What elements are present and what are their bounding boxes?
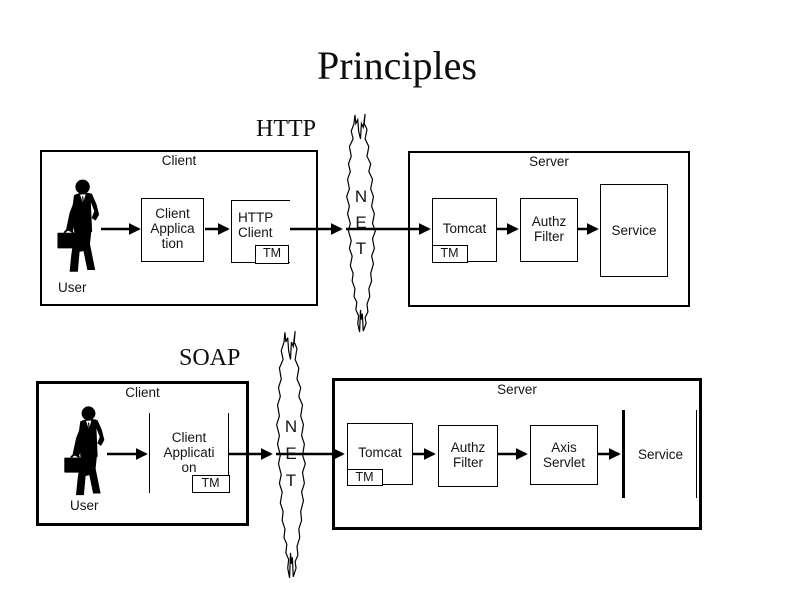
net-letter: T	[355, 239, 367, 258]
http-client-module-box: HTTP Client TM	[231, 200, 290, 264]
service-label: Service	[611, 223, 657, 238]
net-label: N E T	[340, 184, 382, 262]
client-application-label-line: Applicati	[163, 445, 215, 460]
soap-tomcat-box: Tomcat TM	[346, 423, 413, 486]
tomcat-label: Tomcat	[358, 445, 402, 460]
client-application-label-line: tion	[161, 236, 184, 251]
tm-badge: TM	[191, 475, 230, 493]
net-letter: N	[354, 187, 368, 206]
net-cloud-shape	[342, 112, 379, 333]
tm-badge: TM	[431, 244, 468, 263]
slide-title: Principles	[317, 43, 477, 88]
http-client-container-label: Client	[161, 153, 197, 168]
http-client-application-box: Client Applica tion	[141, 198, 204, 262]
http-client-label-line: HTTP	[238, 210, 274, 225]
authz-filter-label-line: Filter	[534, 229, 564, 244]
authz-filter-label-line: Authz	[531, 214, 567, 229]
service-label: Service	[637, 446, 683, 462]
user-icon	[57, 179, 100, 272]
http-authz-filter-box: Authz Filter	[520, 198, 578, 262]
http-tomcat-box: Tomcat TM	[431, 198, 497, 263]
axis-servlet-label-line: Servlet	[542, 455, 586, 470]
authz-filter-label-line: Authz	[450, 440, 486, 455]
soap-authz-filter-box: Authz Filter	[438, 425, 498, 487]
client-application-label-line: Client	[171, 430, 207, 445]
http-heading: HTTP	[256, 116, 316, 142]
soap-axis-servlet-box: Axis Servlet	[530, 425, 598, 485]
net-letter: T	[285, 471, 297, 490]
user-icon	[64, 406, 105, 496]
client-application-label-line: Client	[155, 206, 190, 221]
net-label: N E T	[270, 413, 312, 494]
client-application-label-line: Applica	[150, 221, 195, 236]
http-user-label: User	[58, 280, 87, 295]
tm-badge: TM	[346, 468, 383, 486]
soap-client-application-box: Client Applicati on TM	[149, 413, 230, 493]
soap-heading: SOAP	[179, 345, 241, 371]
soap-user-label: User	[70, 498, 99, 513]
axis-servlet-label-line: Axis	[551, 440, 577, 455]
soap-service-box: Service	[622, 410, 697, 498]
net-letter: N	[284, 417, 298, 436]
authz-filter-label-line: Filter	[453, 455, 483, 470]
http-service-box: Service	[600, 184, 668, 277]
tomcat-label: Tomcat	[442, 221, 487, 236]
soap-server-container-label: Server	[497, 382, 537, 397]
http-client-label-line: Client	[238, 225, 273, 240]
client-application-label-line: on	[181, 460, 197, 475]
net-letter: E	[355, 213, 367, 232]
tm-badge: TM	[255, 244, 289, 264]
soap-client-container-label: Client	[125, 385, 160, 400]
http-server-container-label: Server	[529, 154, 569, 169]
net-letter: E	[285, 444, 297, 463]
